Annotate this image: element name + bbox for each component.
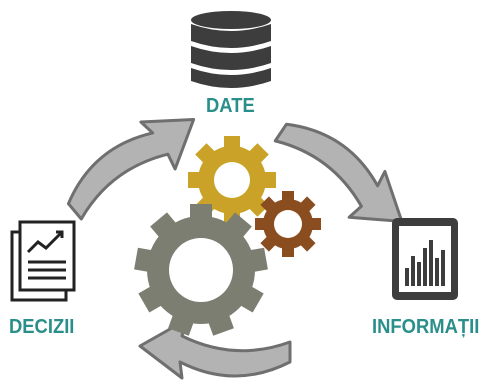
document-trend-icon bbox=[10, 220, 76, 302]
label-decizii: DECIZII bbox=[9, 316, 75, 338]
gears-icon bbox=[134, 136, 321, 336]
label-informatii: INFORMAȚII bbox=[372, 316, 480, 338]
database-icon bbox=[191, 11, 271, 88]
label-date: DATE bbox=[206, 95, 255, 117]
brown-gear bbox=[255, 191, 321, 257]
arrow-decizii-to-date bbox=[56, 93, 212, 238]
gray-gear bbox=[134, 204, 268, 336]
bar-chart-tablet-icon bbox=[392, 218, 458, 300]
